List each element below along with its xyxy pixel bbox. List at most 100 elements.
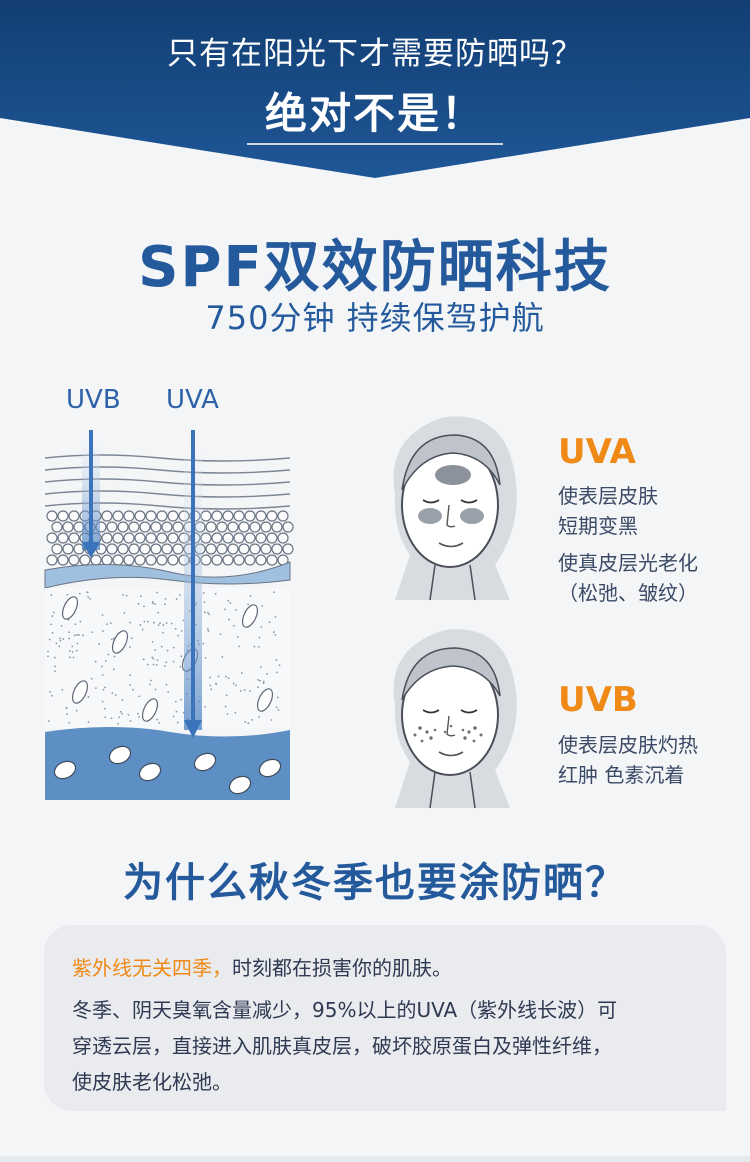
- banner-question: 只有在阳光下才需要防晒吗？: [167, 36, 583, 72]
- dermis-cell: [256, 688, 274, 712]
- skin-cell: [101, 554, 113, 566]
- dermis-dot: [260, 626, 263, 628]
- dermis-dot: [151, 640, 154, 643]
- dermis-dot: [54, 665, 56, 668]
- dermis-dot: [228, 618, 230, 621]
- skin-cell: [161, 543, 173, 555]
- dermis-dot: [138, 715, 140, 718]
- dermis-dot: [217, 675, 220, 678]
- dermis-dot: [59, 639, 62, 642]
- fat-cell: [53, 760, 77, 780]
- dermis-dot: [139, 595, 142, 598]
- uva-effect-line3: 使真皮层光老化: [558, 551, 698, 575]
- dermis-dot: [240, 672, 243, 674]
- skin-cell: [238, 543, 250, 555]
- dermis-dot: [154, 688, 157, 691]
- dermis-dot: [49, 690, 51, 693]
- dermis-dot: [156, 591, 159, 594]
- skin-cell: [266, 532, 278, 544]
- dermis-dot: [207, 611, 209, 614]
- dermis-dot: [51, 631, 54, 634]
- dermis-dot: [164, 603, 166, 606]
- dermis-dot: [68, 631, 70, 634]
- dermis-dot: [50, 623, 53, 626]
- skin-cell: [172, 521, 184, 533]
- dermis-dot: [71, 650, 74, 653]
- dermis-dot: [176, 721, 179, 724]
- dermis-dot: [98, 643, 101, 645]
- info-paragraph: 冬季、阴天臭氧含量减少，95%以上的UVA（紫外线长波）可 穿透云层，直接进入肌…: [72, 992, 712, 1100]
- skin-cell: [244, 510, 256, 522]
- skin-cell: [139, 521, 151, 533]
- dermis-dot: [236, 636, 239, 638]
- skin-cell: [145, 532, 157, 544]
- dermis-dot: [208, 613, 211, 616]
- dermis-cell: [241, 604, 259, 628]
- skin-cell: [123, 554, 135, 566]
- dermis-cell: [71, 680, 89, 704]
- dermis-dot: [76, 642, 79, 645]
- dermis-dot: [204, 656, 207, 659]
- dermis-dot: [207, 628, 209, 630]
- dermis-dot: [118, 716, 121, 719]
- dermis-dot: [125, 594, 128, 597]
- dermis-dot: [110, 717, 113, 720]
- face-uva-illustration: [393, 416, 517, 601]
- dermis-dot: [151, 656, 154, 659]
- dermis-dot: [149, 683, 151, 686]
- dermis-dot: [91, 631, 94, 634]
- dermis-dot: [59, 637, 62, 640]
- dermis-cell: [61, 596, 79, 620]
- dermis-dot: [274, 633, 277, 636]
- dermis-dot: [122, 593, 124, 596]
- uva-effect-line1: 使表层皮肤: [558, 484, 658, 508]
- skin-cell: [106, 521, 118, 533]
- skin-cell: [112, 532, 124, 544]
- dermis-dot: [87, 596, 90, 598]
- dermis-dot: [278, 664, 281, 667]
- dermis-dot: [175, 710, 178, 713]
- dermis-dot: [152, 663, 155, 666]
- dermis-dot: [162, 624, 165, 626]
- uvb-effect-line1: 使表层皮肤灼热: [558, 733, 698, 757]
- dermis-dot: [203, 601, 206, 604]
- dermis-dot: [180, 698, 182, 701]
- dermis-dot: [95, 687, 97, 690]
- dermis-dot: [94, 660, 97, 663]
- dermis-dot: [257, 686, 259, 689]
- dermis-dot: [277, 696, 279, 699]
- dermis-dot: [165, 683, 168, 686]
- skin-cell: [117, 543, 129, 555]
- dermis-dot: [258, 716, 260, 719]
- skin-cell: [62, 521, 74, 533]
- skin-cell: [167, 532, 179, 544]
- skin-cell: [222, 510, 234, 522]
- dermis-dot: [73, 634, 76, 637]
- dermis-dot: [275, 706, 278, 709]
- dermis-dot: [257, 645, 260, 648]
- dermis-dot: [60, 624, 63, 627]
- skin-cell: [200, 554, 212, 566]
- dermis-dot: [239, 690, 242, 692]
- skin-cell: [145, 554, 157, 566]
- skin-cell: [128, 521, 140, 533]
- dermis-dot: [249, 594, 252, 597]
- dermis-dot: [225, 694, 228, 697]
- dermis-dot: [66, 713, 68, 716]
- dermis-dot: [146, 620, 149, 623]
- dermis-dot: [157, 624, 160, 627]
- skin-cell: [266, 554, 278, 566]
- dermis-dot: [202, 592, 205, 594]
- dermis-dot: [68, 637, 71, 640]
- dermis-dot: [214, 593, 217, 595]
- info-headline-rest: 时刻都在损害你的肌肤。: [232, 956, 452, 980]
- skin-cell: [150, 543, 162, 555]
- dermis-dot: [121, 712, 124, 715]
- dermis-dot: [113, 655, 116, 658]
- skin-cell: [51, 521, 63, 533]
- dermis-dot: [51, 615, 54, 618]
- info-highlight: 紫外线无关四季，: [72, 956, 232, 980]
- dermis-dot: [143, 605, 145, 608]
- dermis-dot: [215, 682, 217, 685]
- skin-cell: [156, 554, 168, 566]
